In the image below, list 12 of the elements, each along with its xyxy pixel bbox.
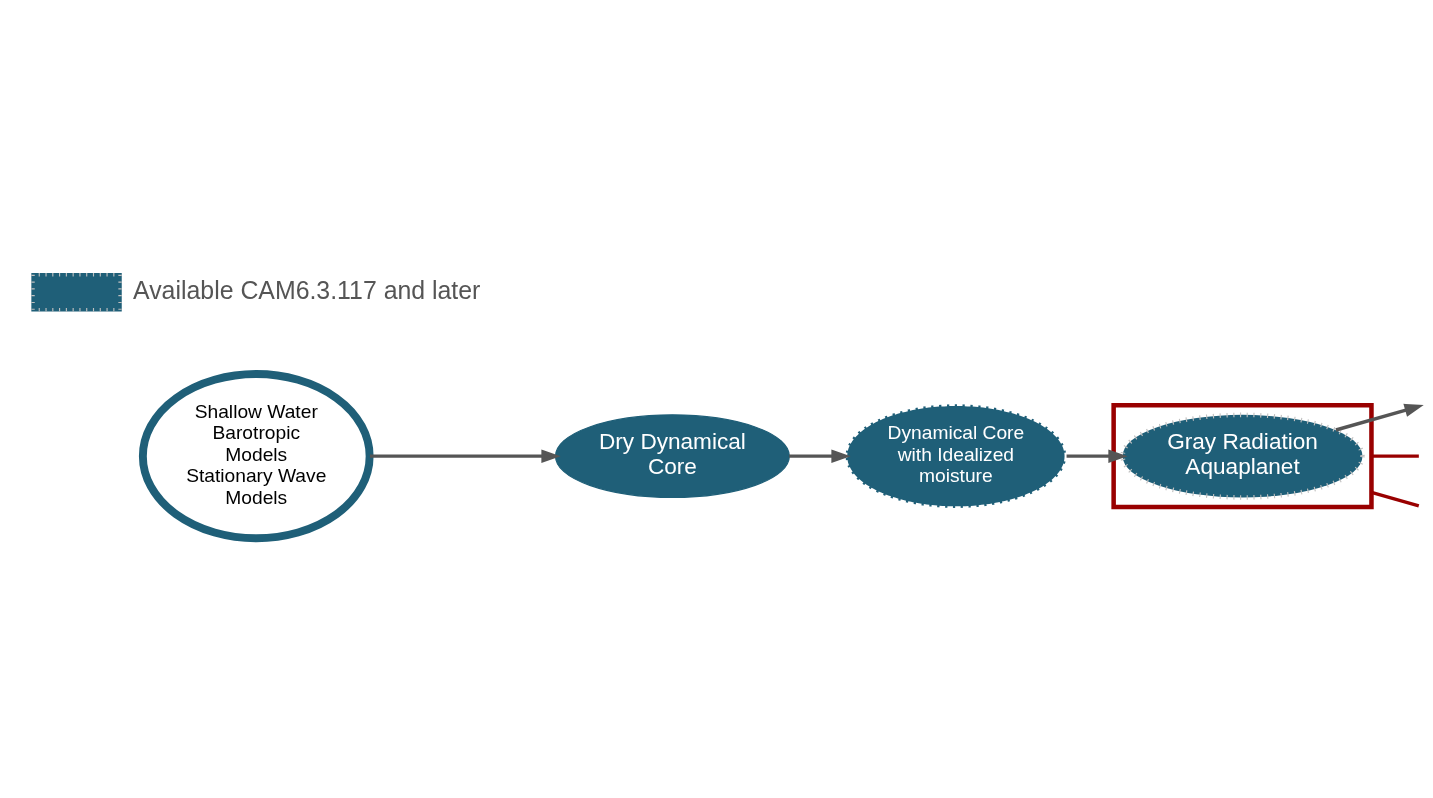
arrow [789,449,851,463]
legend-label: Available CAM6.3.117 and later [133,275,481,304]
connector [1371,490,1420,508]
cluster [1111,403,1374,510]
node-ellipse: Dry Dynamical Core [554,414,790,499]
arrow [369,449,561,463]
arrow [1066,449,1128,463]
arrow [1335,403,1424,432]
connector [1371,454,1419,458]
node-ellipse: Shallow Water Barotropic Models Stationary Wave Models [138,370,374,543]
node-ellipse: Gray Radiation Aquaplanet [1120,412,1365,500]
node-ellipse: Dynamical Core with Idealized moisture [843,402,1068,510]
